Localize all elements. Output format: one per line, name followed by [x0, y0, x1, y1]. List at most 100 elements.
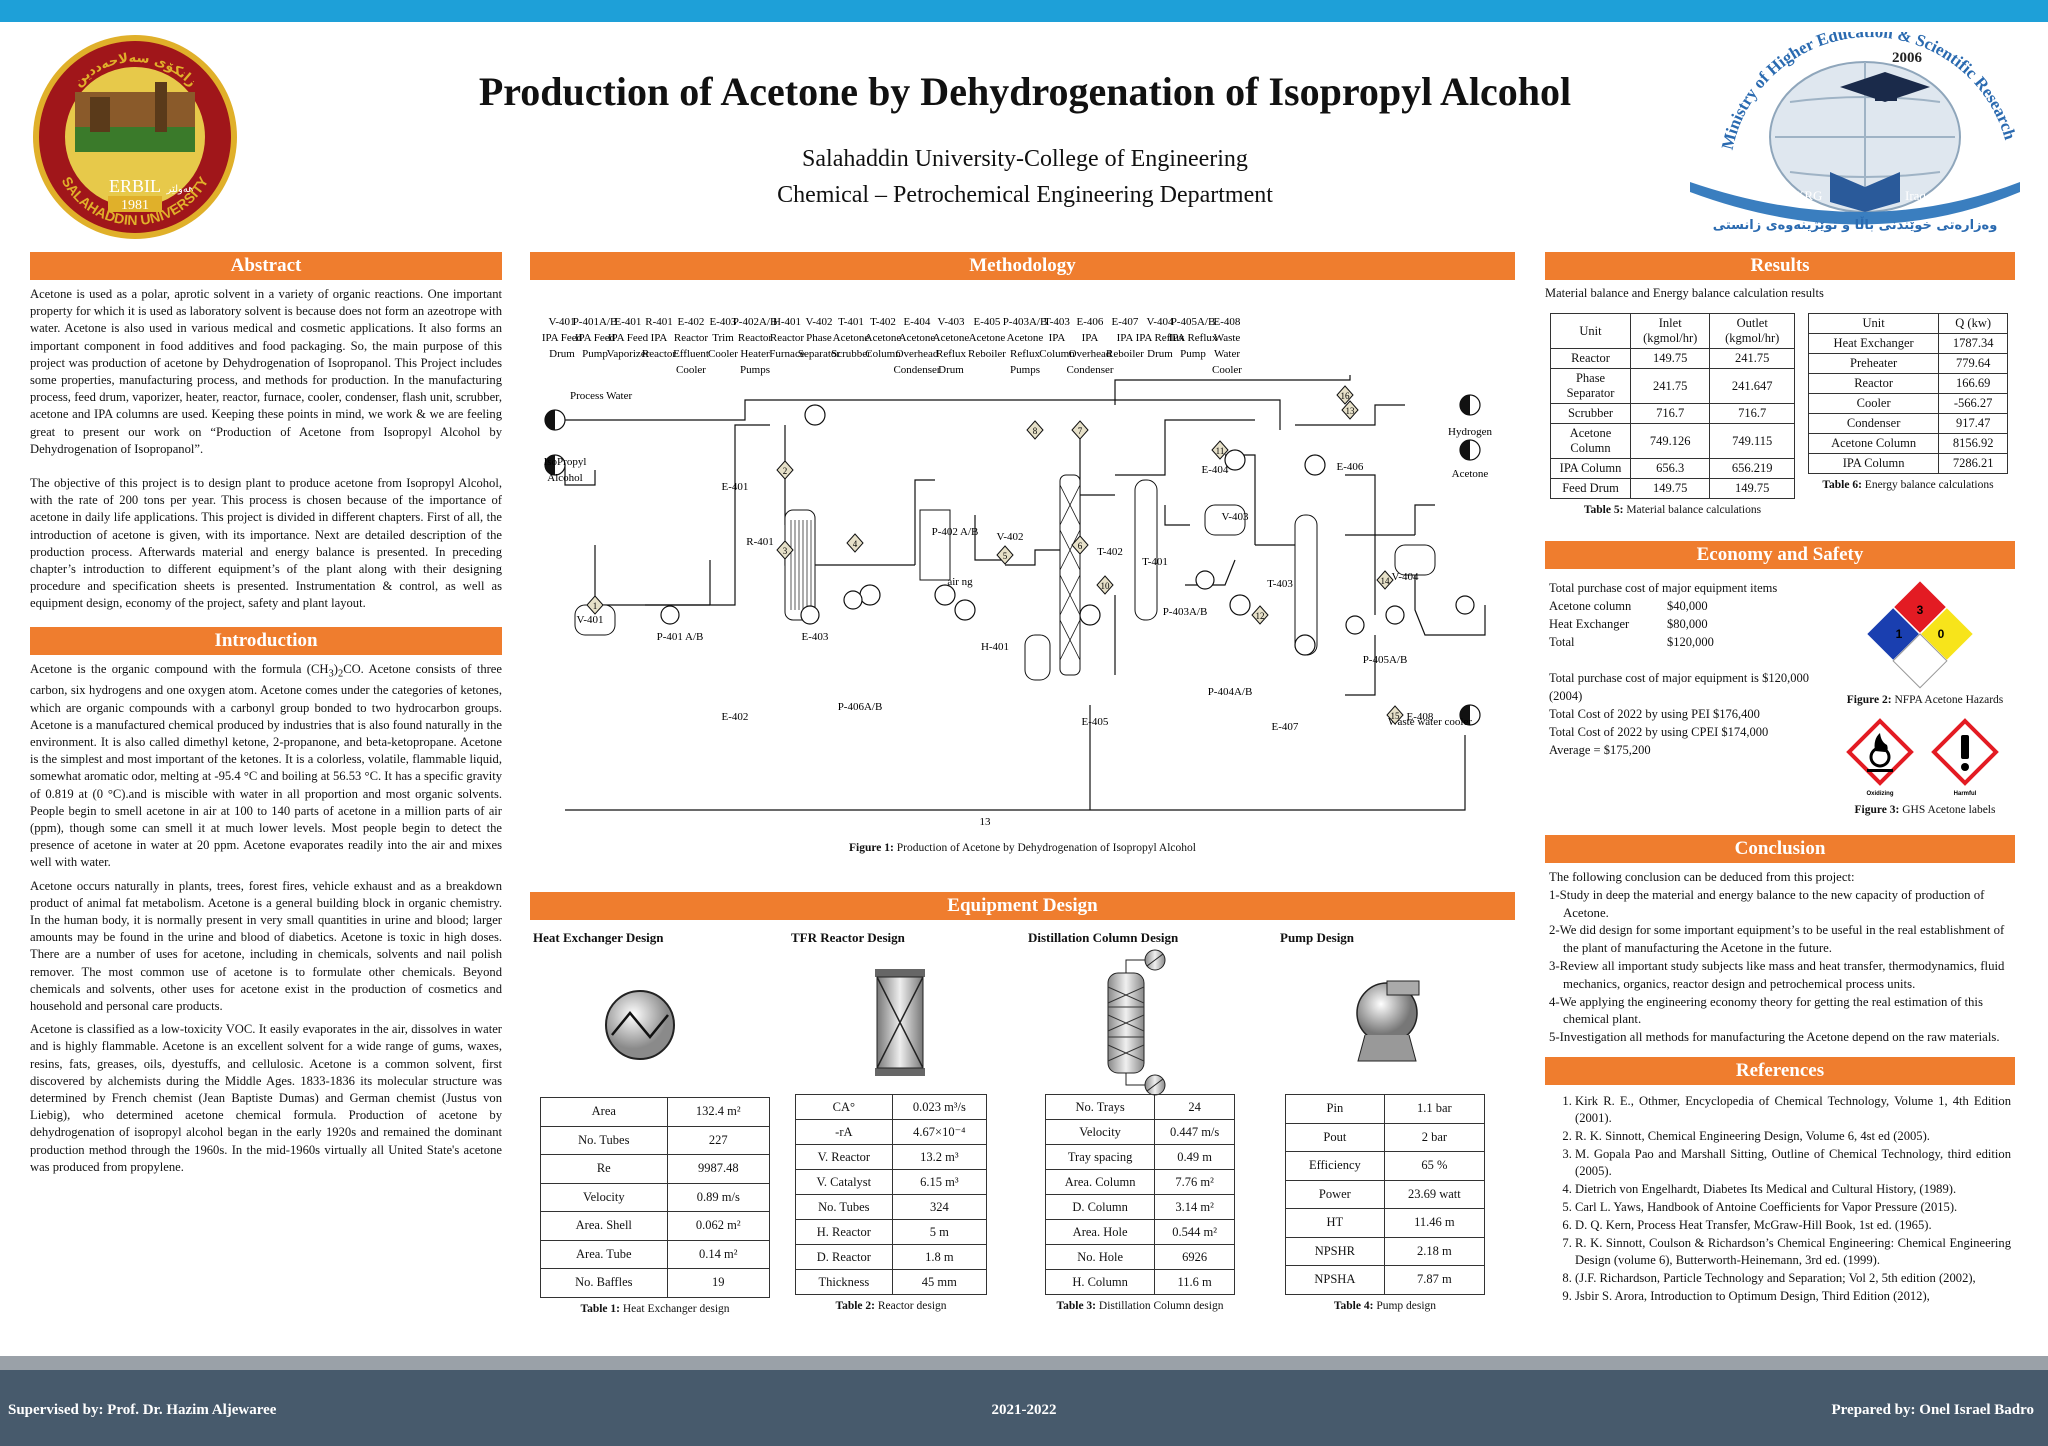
table-cell: Pin	[1285, 1094, 1385, 1124]
introduction-paragraph-3: Acetone is classified as a low-toxicity …	[30, 1022, 502, 1174]
equipment-legend-label: Acetone	[1007, 332, 1044, 344]
equipment-legend-label: E-401	[615, 316, 642, 328]
equipment-legend-label: Acetone	[833, 332, 870, 344]
table-cell: 0.544 m²	[1154, 1219, 1235, 1245]
equipment-legend-label: Acetone	[899, 332, 936, 344]
stream-number: 3	[783, 546, 788, 556]
figure-3-caption: Figure 3: GHS Acetone labels	[1854, 804, 1996, 816]
process-line	[645, 424, 770, 606]
stream-marker	[1026, 420, 1044, 440]
equipment-legend-label: P-401A/B	[573, 316, 618, 328]
pump-symbol	[1195, 570, 1215, 590]
table-cell: 13.2 m³	[891, 1144, 988, 1170]
reference-item: Dietrich von Engelhardt, Diabetes Its Me…	[1575, 1181, 2011, 1198]
equipment-tag: P-401 A/B	[657, 631, 704, 643]
table-cell: 716.7	[1630, 403, 1711, 424]
equipment-legend-label: V-404	[1146, 316, 1174, 328]
table-cell: Acetone Column	[1549, 423, 1632, 459]
table-cell: 149.75	[1630, 348, 1711, 369]
process-water-label: Process Water	[570, 390, 632, 402]
cost-item: Acetone column$40,000	[1549, 599, 1708, 613]
hydrogen-label: Hydrogen	[1448, 426, 1492, 438]
equipment-legend-label: E-404	[904, 316, 931, 328]
table-cell: 716.7	[1709, 403, 1795, 424]
table-cell: D. Reactor	[795, 1244, 893, 1270]
table-cell: No. Tubes	[795, 1194, 893, 1220]
stream-marker	[1336, 385, 1354, 405]
drum-v404	[1394, 544, 1436, 576]
table-cell: Area. Hole	[1044, 1219, 1156, 1245]
equipment-tag: P-403A/B	[1163, 606, 1208, 618]
heat-exchanger-symbol	[1229, 594, 1251, 616]
conclusion-item: 4-We applying the engineering economy th…	[1549, 994, 1983, 1027]
top-bar	[0, 0, 2048, 22]
equipment-legend-label: E-407	[1112, 316, 1139, 328]
methodology-heading: Methodology	[530, 252, 1515, 280]
source-isopropyl-half	[545, 455, 555, 475]
table-cell: 19	[666, 1268, 771, 1298]
equipment-legend-label: IPA	[651, 332, 668, 344]
table-cell: 779.64	[1938, 353, 2008, 374]
isopropyl-label: IsoPropyl	[544, 456, 587, 468]
table-cell: -rA	[795, 1119, 893, 1145]
references-list: Kirk R. E., Othmer, Encyclopedia of Chem…	[1545, 1093, 2011, 1305]
reference-item: M. Gopala Pao and Marshall Sitting, Outl…	[1575, 1146, 2011, 1180]
equipment-tag: P-406A/B	[838, 701, 883, 713]
process-line	[565, 399, 1281, 430]
equipment-legend-label: P-403A/B	[1003, 316, 1048, 328]
equipment-tag: E-402	[722, 711, 749, 723]
figure-1-caption: Figure 1: Production of Acetone by Dehyd…	[849, 842, 1196, 854]
table-cell: 149.75	[1709, 478, 1795, 499]
stream-number: 7	[1078, 426, 1083, 436]
equipment-legend-label: Condenser	[1066, 364, 1113, 376]
heat-exchanger-symbol	[1224, 449, 1246, 471]
equipment-tag: T-403	[1267, 578, 1293, 590]
table-cell: Area. Shell	[540, 1211, 668, 1241]
stream-marker	[776, 540, 794, 560]
equipment-tag: E-406	[1337, 461, 1364, 473]
stream-number: 10	[1101, 581, 1111, 591]
pump-symbol	[1455, 595, 1475, 615]
stream-number: 4	[853, 539, 858, 549]
table-cell: 132.4 m²	[666, 1097, 771, 1127]
equipment-legend-label: Reactor	[642, 348, 677, 360]
source-process-water-half	[545, 410, 555, 430]
heat-exchanger-symbol	[804, 404, 826, 426]
equipment-legend-label: Cooler	[676, 364, 706, 376]
process-line	[1114, 375, 1351, 405]
stream-number: 13	[1346, 406, 1356, 416]
equipment-legend-label: Pump	[1180, 348, 1206, 360]
column-t402	[1134, 479, 1158, 621]
table-cell: V. Catalyst	[795, 1169, 893, 1195]
academic-year: 2021-2022	[991, 1402, 1057, 1418]
packing	[1059, 484, 1081, 526]
waste-water-label: Waste water cooler	[1388, 716, 1472, 728]
stream-marker	[1096, 575, 1114, 595]
exclamation-mark-icon	[1931, 718, 1999, 786]
table-row: Cooler-566.27	[1807, 393, 2008, 414]
table-cell: Reactor	[1807, 373, 1940, 394]
table-cell: 9987.48	[666, 1154, 771, 1184]
table-cell: V. Reactor	[795, 1144, 893, 1170]
equipment-legend-label: Reflux	[1010, 348, 1040, 360]
reference-item: (J.F. Richardson, Particle Technology an…	[1575, 1270, 2011, 1287]
cost-item: Heat Exchanger$80,000	[1549, 617, 1708, 631]
table-cell: H. Column	[1044, 1269, 1156, 1295]
table-cell: Acetone Column	[1807, 433, 1940, 454]
